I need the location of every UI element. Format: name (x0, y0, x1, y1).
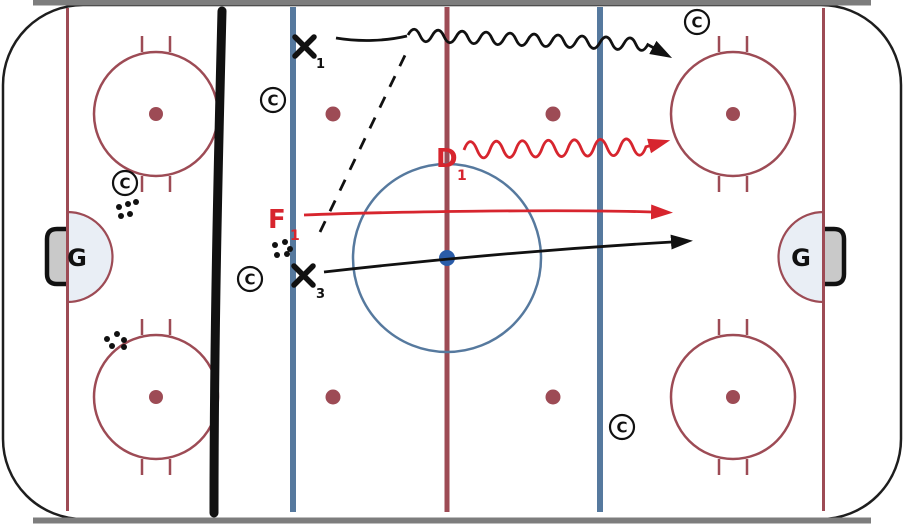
x1-marker (292, 34, 317, 59)
goalie-left-label: G (67, 244, 87, 272)
neutral-dot-top-left (325, 106, 341, 122)
puck-cluster-bottom-left (104, 331, 127, 350)
goalie-right-label: G (791, 244, 811, 272)
bottom-edge-bar (33, 517, 871, 524)
f1-skate-arrow (303, 204, 673, 220)
goal-net-right (825, 226, 847, 287)
x1-skate-path (335, 34, 408, 42)
player-x3: 3 (291, 263, 325, 302)
x3-subscript: 3 (316, 287, 325, 302)
player-d1: D 1 (436, 144, 467, 184)
coach-marker-3: C (236, 265, 264, 293)
faceoff-circle-top-left (92, 36, 220, 192)
f1-subscript: 1 (290, 228, 300, 244)
player-f1: F 1 (268, 205, 300, 244)
x3-marker (291, 263, 316, 288)
faceoff-circle-bottom-right (669, 319, 797, 475)
center-circle (351, 162, 543, 354)
coach-marker-4: C (683, 8, 711, 36)
puck-cluster-left-zone (116, 199, 139, 219)
coach-marker-1: C (259, 86, 287, 114)
coach-label: C (616, 419, 627, 437)
f1-label: F (268, 205, 286, 235)
x1-puck-carry-wavy-arrow (406, 27, 673, 59)
neutral-dot-top-right (545, 106, 561, 122)
x1-subscript: 1 (316, 57, 325, 72)
d1-puck-carry-wavy-arrow (462, 137, 671, 160)
goal-net-left (44, 226, 66, 287)
faceoff-circle-top-right (669, 36, 797, 192)
coach-label: C (267, 92, 278, 110)
neutral-dot-bottom-left (325, 389, 341, 405)
coach-label: C (244, 271, 255, 289)
player-x1: 1 (292, 34, 325, 72)
goal-crease-right (777, 210, 825, 304)
d1-label: D (436, 144, 458, 174)
pass-dashed-line (318, 46, 411, 233)
coach-marker-5: C (608, 413, 636, 441)
thick-divider-line (209, 6, 227, 518)
coach-label: C (119, 175, 130, 193)
neutral-dot-bottom-right (545, 389, 561, 405)
x3-skate-arrow (323, 234, 693, 274)
goal-crease-left (66, 210, 114, 304)
top-edge-bar (33, 0, 871, 6)
d1-subscript: 1 (457, 168, 467, 184)
coach-label: C (691, 14, 702, 32)
puck-cluster-neutral (272, 239, 293, 258)
coach-marker-2: C (111, 169, 139, 197)
